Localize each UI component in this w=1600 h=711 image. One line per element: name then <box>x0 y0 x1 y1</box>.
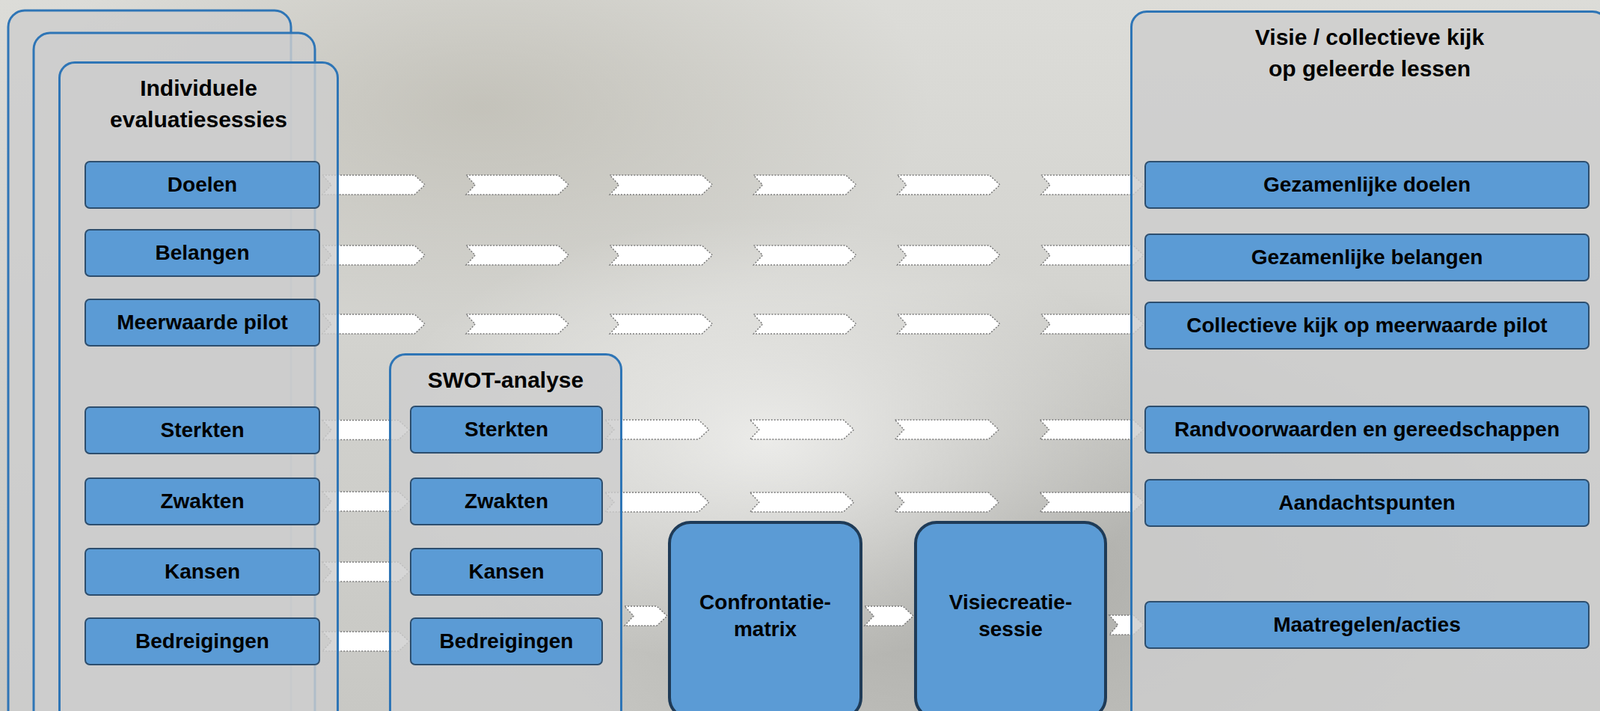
process-box: Kansen <box>84 547 321 596</box>
panel-title: SWOT-analyse <box>391 364 621 396</box>
process-block: Visiecreatie- sessie <box>914 520 1108 711</box>
chevron-arrow <box>895 492 1000 512</box>
chevron-connector <box>864 605 914 626</box>
chevron-arrow <box>1039 419 1144 440</box>
box-label: Gezamenlijke doelen <box>1263 172 1471 198</box>
box-label: Zwakten <box>464 488 549 514</box>
process-box: Aandachtspunten <box>1144 478 1590 527</box>
chevron-arrow <box>897 314 1001 334</box>
chevron-connector <box>605 492 1144 512</box>
box-label: Bedreigingen <box>135 628 270 654</box>
process-box: Sterkten <box>84 406 321 455</box>
chevron-arrow <box>1041 245 1144 265</box>
process-box: Randvoorwaarden en gereedschappen <box>1144 405 1590 454</box>
box-label: Kansen <box>164 558 241 585</box>
group-panel: SWOT-analyseSterktenZwaktenKansenBedreig… <box>388 353 623 711</box>
chevron-arrow <box>466 175 569 195</box>
chevron-connector <box>605 419 1144 440</box>
group-panel: Individuele evaluatiesessiesDoelenBelang… <box>58 61 339 711</box>
chevron-arrow <box>750 419 855 440</box>
chevron-arrow <box>753 175 857 195</box>
box-label: Sterkten <box>160 417 244 443</box>
process-box: Sterkten <box>409 405 603 454</box>
box-label: Aandachtspunten <box>1278 489 1455 516</box>
chevron-arrow <box>750 492 855 512</box>
chevron-arrow <box>864 605 914 626</box>
process-box: Bedreigingen <box>409 617 603 665</box>
chevron-arrow <box>897 245 1001 265</box>
box-label: Meerwaarde pilot <box>116 309 288 336</box>
chevron-arrow <box>1039 492 1144 512</box>
chevron-arrow <box>466 245 569 265</box>
chevron-connector <box>322 314 1144 334</box>
chevron-arrow <box>1041 314 1144 334</box>
process-box: Bedreigingen <box>84 617 321 665</box>
group-panel: Visie / collectieve kijk op geleerde les… <box>1130 10 1600 711</box>
box-label: Sterkten <box>464 416 549 443</box>
box-label: Visiecreatie- sessie <box>932 588 1090 644</box>
chevron-connector <box>624 605 668 626</box>
box-label: Maatregelen/acties <box>1273 611 1461 638</box>
process-box: Meerwaarde pilot <box>84 298 321 347</box>
chevron-arrow <box>753 245 857 265</box>
chevron-arrow <box>753 314 857 334</box>
chevron-arrow <box>466 314 569 334</box>
box-label: Randvoorwaarden en gereedschappen <box>1174 416 1560 443</box>
process-box: Belangen <box>84 228 321 277</box>
box-label: Zwakten <box>160 488 244 514</box>
box-label: Kansen <box>468 558 544 585</box>
chevron-connector <box>322 175 1144 195</box>
process-box: Gezamenlijke belangen <box>1144 233 1590 282</box>
process-box: Gezamenlijke doelen <box>1144 160 1590 209</box>
chevron-arrow <box>624 605 668 626</box>
box-label: Bedreigingen <box>439 628 574 654</box>
box-label: Doelen <box>167 172 238 198</box>
process-box: Maatregelen/acties <box>1144 600 1590 649</box>
chevron-arrow <box>609 175 713 195</box>
process-box: Kansen <box>409 547 603 596</box>
chevron-arrow <box>1041 175 1144 195</box>
chevron-arrow <box>609 245 713 265</box>
panel-title: Individuele evaluatiesessies <box>60 72 337 136</box>
box-label: Confrontatie- matrix <box>685 588 845 644</box>
chevron-arrow <box>897 175 1001 195</box>
process-box: Zwakten <box>409 477 603 526</box>
process-block: Confrontatie- matrix <box>667 520 863 711</box>
chevron-arrow <box>895 419 1000 440</box>
chevron-arrow <box>609 314 713 334</box>
box-label: Belangen <box>154 240 250 266</box>
process-box: Zwakten <box>84 477 321 526</box>
box-label: Gezamenlijke belangen <box>1251 244 1484 271</box>
panel-title: Visie / collectieve kijk op geleerde les… <box>1246 21 1494 85</box>
process-box: Collectieve kijk op meerwaarde pilot <box>1144 301 1590 350</box>
chevron-connector <box>322 245 1144 265</box>
process-box: Doelen <box>84 160 321 209</box>
box-label: Collectieve kijk op meerwaarde pilot <box>1186 312 1547 339</box>
